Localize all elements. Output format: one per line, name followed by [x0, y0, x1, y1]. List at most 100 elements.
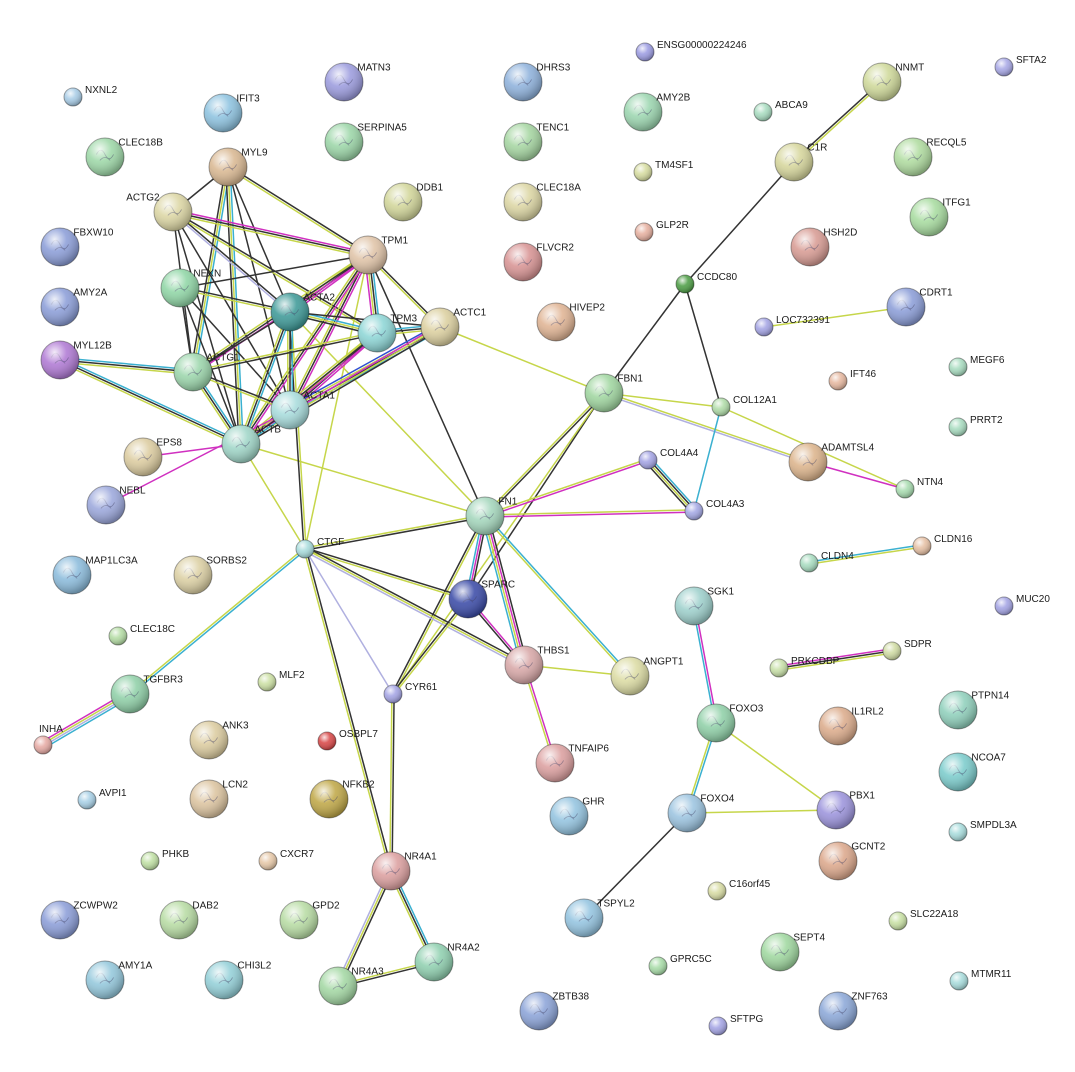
node-loc732391[interactable]: LOC732391 [754, 315, 830, 337]
node-prrt2[interactable]: PRRT2 [948, 415, 1003, 437]
node-tpm3[interactable]: TPM3 [357, 313, 418, 353]
node-zbtb38[interactable]: ZBTB38 [519, 991, 590, 1031]
node-ptpn14[interactable]: PTPN14 [938, 690, 1010, 730]
node-megf6[interactable]: MEGF6 [948, 355, 1005, 377]
node-ghr[interactable]: GHR [549, 796, 605, 836]
node-foxo3[interactable]: FOXO3 [696, 703, 764, 743]
node-cdrt1[interactable]: CDRT1 [886, 287, 953, 327]
node-inha[interactable]: INHA [33, 724, 63, 755]
node-ifit3[interactable]: IFIT3 [203, 93, 260, 133]
node-nexn[interactable]: NEXN [160, 268, 221, 308]
node-nfkb2[interactable]: NFKB2 [309, 779, 375, 819]
node-col12a1[interactable]: COL12A1 [711, 395, 777, 417]
node-gcnt2[interactable]: GCNT2 [818, 841, 886, 881]
node-phkb[interactable]: PHKB [140, 849, 190, 871]
node-mlf2[interactable]: MLF2 [257, 670, 305, 692]
node-il1rl2[interactable]: IL1RL2 [818, 706, 884, 746]
node-c16orf45[interactable]: C16orf45 [707, 879, 771, 901]
node-adamtsl4[interactable]: ADAMTSL4 [788, 442, 875, 482]
node-sgk1[interactable]: SGK1 [674, 586, 735, 626]
node-muc20[interactable]: MUC20 [994, 594, 1050, 616]
node-sparc[interactable]: SPARC [448, 579, 515, 619]
node-foxo4[interactable]: FOXO4 [667, 793, 735, 833]
node-nr4a2[interactable]: NR4A2 [414, 942, 480, 982]
node-tenc1[interactable]: TENC1 [503, 122, 570, 162]
node-cldn16[interactable]: CLDN16 [912, 534, 973, 556]
node-slc22a18[interactable]: SLC22A18 [888, 909, 959, 931]
node-dab2[interactable]: DAB2 [159, 900, 219, 940]
node-sept4[interactable]: SEPT4 [760, 932, 826, 972]
node-ddb1[interactable]: DDB1 [383, 182, 444, 222]
node-eps8[interactable]: EPS8 [123, 437, 182, 477]
node-acta2[interactable]: ACTA2 [270, 292, 335, 332]
node-map1lc3a[interactable]: MAP1LC3A [52, 555, 138, 595]
node-clec18a[interactable]: CLEC18A [503, 182, 581, 222]
node-nxnl2[interactable]: NXNL2 [63, 85, 118, 107]
node-gprc5c[interactable]: GPRC5C [648, 954, 712, 976]
node-znf763[interactable]: ZNF763 [818, 991, 888, 1031]
node-ensg00000224246[interactable]: ENSG00000224246 [635, 40, 747, 62]
node-gpd2[interactable]: GPD2 [279, 900, 340, 940]
node-col4a3[interactable]: COL4A3 [684, 499, 745, 521]
node-osbpl7[interactable]: OSBPL7 [317, 729, 378, 751]
node-matn3[interactable]: MATN3 [324, 62, 391, 102]
node-serpina5[interactable]: SERPINA5 [324, 122, 407, 162]
node-clec18c[interactable]: CLEC18C [108, 624, 175, 646]
node-flvcr2[interactable]: FLVCR2 [503, 242, 574, 282]
node-ccdc80[interactable]: CCDC80 [675, 272, 737, 294]
node-amy2b[interactable]: AMY2B [623, 92, 691, 132]
node-thbs1[interactable]: THBS1 [504, 645, 570, 685]
node-nr4a1[interactable]: NR4A1 [371, 851, 437, 891]
node-dhrs3[interactable]: DHRS3 [503, 62, 571, 102]
node-nebl[interactable]: NEBL [86, 485, 146, 525]
node-col4a4[interactable]: COL4A4 [638, 448, 699, 470]
node-ncoa7[interactable]: NCOA7 [938, 752, 1006, 792]
node-clec18b[interactable]: CLEC18B [85, 137, 163, 177]
node-cyr61[interactable]: CYR61 [383, 682, 438, 704]
node-fbxw10[interactable]: FBXW10 [40, 227, 114, 267]
node-sftpg[interactable]: SFTPG [708, 1014, 764, 1036]
node-actg1[interactable]: ACTG1 [173, 352, 240, 392]
node-avpi1[interactable]: AVPI1 [77, 788, 127, 810]
node-fn1[interactable]: FN1 [465, 496, 518, 536]
node-ntn4[interactable]: NTN4 [895, 477, 944, 499]
node-nr4a3[interactable]: NR4A3 [318, 966, 384, 1006]
node-mtmr11[interactable]: MTMR11 [949, 969, 1012, 991]
node-sorbs2[interactable]: SORBS2 [173, 555, 247, 595]
node-lcn2[interactable]: LCN2 [189, 779, 248, 819]
node-c1r[interactable]: C1R [774, 142, 827, 182]
node-zcwpw2[interactable]: ZCWPW2 [40, 900, 118, 940]
node-abca9[interactable]: ABCA9 [753, 100, 808, 122]
node-amy2a[interactable]: AMY2A [40, 287, 108, 327]
node-tm4sf1[interactable]: TM4SF1 [633, 160, 694, 182]
node-cldn4[interactable]: CLDN4 [799, 551, 854, 573]
node-tspyl2[interactable]: TSPYL2 [564, 898, 635, 938]
node-glp2r[interactable]: GLP2R [634, 220, 689, 242]
node-tnfaip6[interactable]: TNFAIP6 [535, 743, 609, 783]
node-tpm1[interactable]: TPM1 [348, 235, 409, 275]
node-sfta2[interactable]: SFTA2 [994, 55, 1047, 77]
node-cxcr7[interactable]: CXCR7 [258, 849, 314, 871]
node-prkcdbp[interactable]: PRKCDBP [769, 656, 840, 678]
node-smpdl3a[interactable]: SMPDL3A [948, 820, 1017, 842]
node-nnmt[interactable]: NNMT [862, 62, 924, 102]
node-chi3l2[interactable]: CHI3L2 [204, 960, 272, 1000]
node-fbn1[interactable]: FBN1 [584, 373, 643, 413]
node-ank3[interactable]: ANK3 [189, 720, 249, 760]
node-myl12b[interactable]: MYL12B [40, 340, 112, 380]
node-amy1a[interactable]: AMY1A [85, 960, 153, 1000]
node-actg2[interactable]: ACTG2 [126, 192, 193, 232]
node-pbx1[interactable]: PBX1 [816, 790, 875, 830]
node-tgfbr3[interactable]: TGFBR3 [110, 674, 183, 714]
node-sdpr[interactable]: SDPR [882, 639, 932, 661]
node-myl9[interactable]: MYL9 [208, 147, 268, 187]
node-actb[interactable]: ACTB [221, 424, 281, 464]
node-actc1[interactable]: ACTC1 [420, 307, 487, 347]
node-hivep2[interactable]: HIVEP2 [536, 302, 605, 342]
node-itfg1[interactable]: ITFG1 [909, 197, 971, 237]
node-angpt1[interactable]: ANGPT1 [610, 656, 684, 696]
node-acta1[interactable]: ACTA1 [270, 390, 335, 430]
node-recql5[interactable]: RECQL5 [893, 137, 967, 177]
node-hsh2d[interactable]: HSH2D [790, 227, 857, 267]
node-ctgf[interactable]: CTGF [295, 537, 344, 559]
